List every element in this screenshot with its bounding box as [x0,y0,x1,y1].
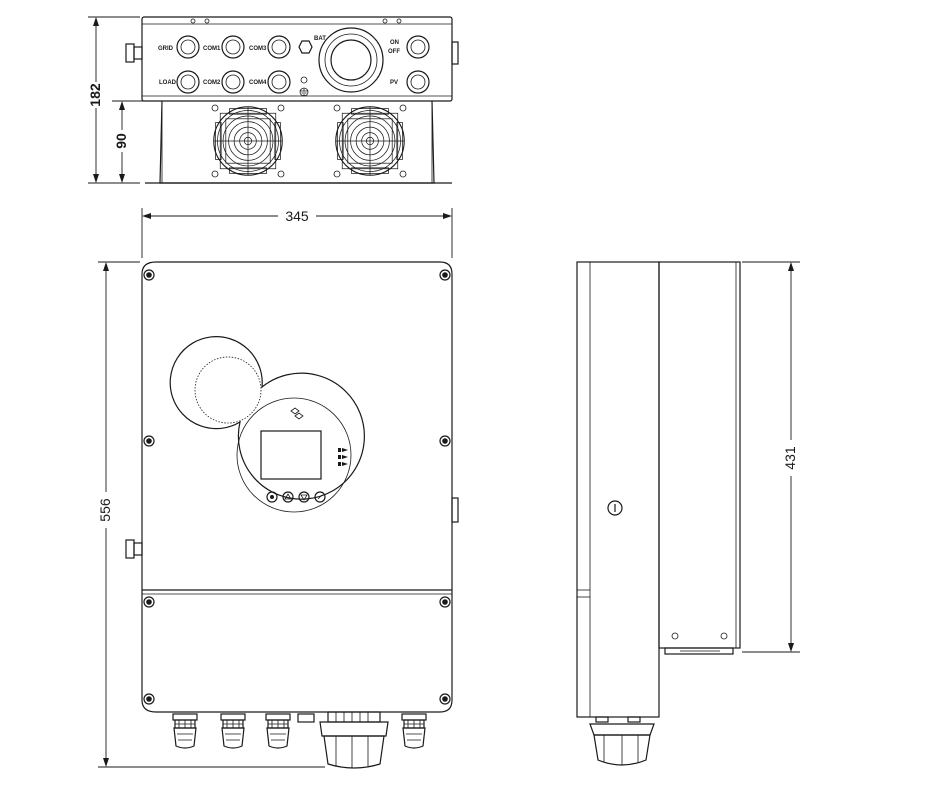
button-icon [282,491,294,503]
front-view [125,261,459,769]
top-view: GRID COM1 COM3 BAT ON OFF LOAD COM2 COM4 [125,16,459,184]
cable-gland-icon [589,723,655,766]
led-indicator-icon [338,448,348,466]
fan-icon [335,106,405,176]
fan-icon [213,106,283,176]
cable-gland-icon [265,713,291,749]
port-label-off: OFF [388,49,400,55]
screw-icon [143,693,155,705]
port-label-pv: PV [390,80,398,86]
cable-gland-icon [172,713,198,749]
port-bat [318,27,384,93]
side-view [576,261,741,766]
port-com3 [267,35,291,59]
dim-label-182: 182 [87,83,103,107]
port-com2 [221,70,245,94]
port-label-load: LOAD [159,80,177,86]
port-label-com2: COM2 [203,80,221,86]
dimension-556: 556 [97,261,325,768]
port-com1 [221,35,245,59]
screw-icon [143,269,155,281]
side-heatsink [658,261,741,649]
cable-gland-icon [401,713,427,749]
side-housing [576,261,660,718]
switch-on-off [406,35,430,59]
port-label-com1: COM1 [203,46,221,52]
top-view-housing [141,16,453,102]
screw-icon [439,596,451,608]
front-housing [141,261,453,713]
port-label-bat: BAT [314,36,326,42]
dimension-431: 431 [742,261,800,653]
screw-icon [439,693,451,705]
dim-label-431: 431 [782,446,798,470]
dim-label-345: 345 [285,208,309,224]
dim-label-90: 90 [113,133,129,149]
screw-icon [439,435,451,447]
dimension-345: 345 [141,207,453,258]
dim-label-556: 556 [97,498,113,522]
display-bezel [169,336,365,500]
port-label-com3: COM3 [249,46,267,52]
port-com4 [267,70,291,94]
button-icon [298,491,310,503]
port-label-com4: COM4 [249,80,267,86]
screw-icon [439,269,451,281]
logo-icon [290,407,304,420]
dimension-182: 182 [87,16,140,184]
button-icon [314,491,326,503]
ground-icon [299,76,309,97]
screw-icon [143,596,155,608]
port-load [176,70,200,94]
lock-icon [607,500,623,516]
cable-gland-icon [319,711,389,769]
port-label-on: ON [390,40,399,46]
button-icon [266,491,278,503]
port-pv [406,70,430,94]
port-label-grid: GRID [158,46,174,52]
lcd-screen [260,430,322,480]
hex-nut-icon [298,40,313,54]
port-grid [176,35,200,59]
cable-gland-icon [220,713,246,749]
dimension-90: 90 [112,100,160,183]
screw-icon [143,435,155,447]
